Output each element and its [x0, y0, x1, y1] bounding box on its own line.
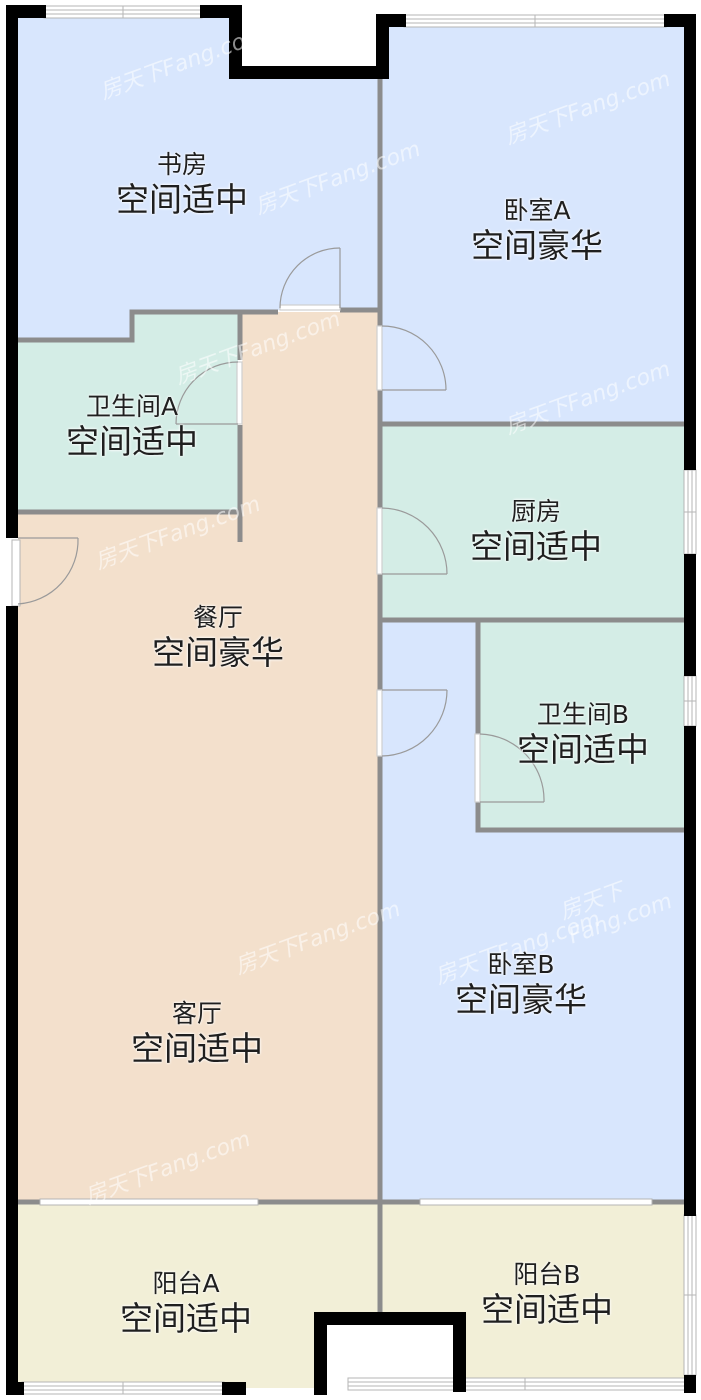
exterior-walls [6, 5, 696, 1395]
sliding-door-living-balcony [39, 1198, 259, 1206]
room-balcony-a-fill[interactable] [18, 1204, 378, 1388]
door-bathroom-a[interactable] [175, 361, 243, 425]
door-study[interactable] [279, 247, 341, 311]
door-bathroom-b[interactable] [474, 733, 545, 803]
room-dining-living-fill[interactable] [18, 312, 378, 1200]
sliding-door-bedroom-b-balcony [419, 1198, 653, 1206]
room-bedroom-a-fill[interactable] [382, 22, 687, 422]
room-kitchen-fill[interactable] [382, 426, 687, 618]
room-bathroom-b-fill[interactable] [480, 622, 687, 828]
room-bathroom-a-fill[interactable] [18, 314, 238, 510]
room-fills [18, 12, 687, 1388]
window-balcony-b-bottom [347, 1377, 687, 1391]
room-bedroom-b-fill[interactable] [382, 622, 687, 1200]
doors [17, 247, 545, 803]
door-bedroom-b[interactable] [376, 689, 448, 757]
entry-door-opening [11, 539, 21, 607]
door-kitchen[interactable] [376, 507, 448, 575]
door-bedroom-a[interactable] [376, 325, 447, 391]
room-study-fill[interactable] [18, 12, 378, 340]
door-entry[interactable] [17, 537, 79, 605]
room-balcony-b-fill[interactable] [382, 1204, 687, 1385]
